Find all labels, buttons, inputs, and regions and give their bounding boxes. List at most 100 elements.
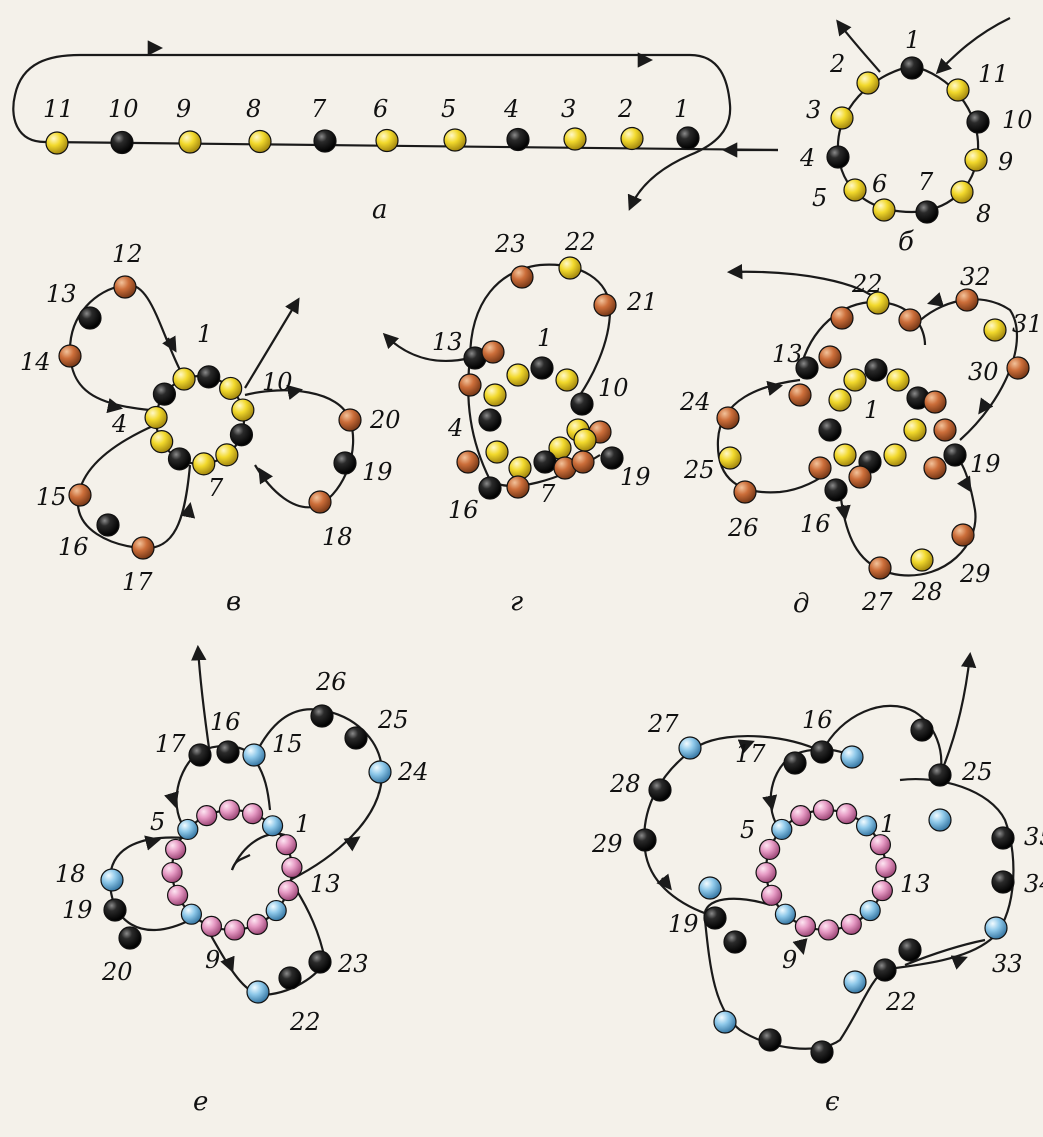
bead-b-number-8: 8 <box>976 200 991 228</box>
bead-a-2 <box>620 126 644 151</box>
bead-g <box>483 383 507 407</box>
bead-a-number-3: 3 <box>561 95 576 123</box>
label-g-23: 23 <box>494 230 526 258</box>
label-d-24: 24 <box>679 388 711 416</box>
ring-bead-e <box>180 903 203 925</box>
bead-g <box>510 265 534 289</box>
bead-b-8 <box>950 180 974 204</box>
bead-b-number-4: 4 <box>799 144 815 172</box>
bead-a-6 <box>375 128 399 153</box>
label-e-24: 24 <box>397 758 429 786</box>
bead-b-1 <box>900 56 924 80</box>
ring-bead-ye <box>871 879 893 902</box>
label-v-18: 18 <box>322 523 353 551</box>
strand-bead-ye <box>984 916 1008 940</box>
strand-bead-e <box>344 726 368 750</box>
bead-b-number-3: 3 <box>806 96 821 124</box>
strand-bead-ye <box>928 763 952 787</box>
bead-g <box>571 450 595 474</box>
bead-d <box>868 556 892 580</box>
bead-d <box>898 308 922 332</box>
label-g-19: 19 <box>620 463 651 491</box>
label-v-4: 4 <box>111 410 127 438</box>
bead-b-11 <box>946 78 970 102</box>
label-v-15: 15 <box>36 483 67 511</box>
bead-g <box>456 450 480 474</box>
bead-d <box>733 480 757 504</box>
bead-b-10 <box>966 110 990 134</box>
label-e-15: 15 <box>272 730 303 758</box>
label-g-21: 21 <box>626 288 658 316</box>
label-ye-34: 34 <box>1024 870 1043 898</box>
bead-g <box>530 356 554 380</box>
ring-bead-ye <box>875 856 897 879</box>
bead-d <box>955 288 979 312</box>
bead-b-number-11: 11 <box>978 60 1009 88</box>
petal-bead-v <box>308 490 332 514</box>
bead-d <box>833 443 857 467</box>
label-e-5: 5 <box>150 808 165 836</box>
strand-bead-ye <box>991 870 1015 894</box>
strand-bead-ye <box>723 930 747 954</box>
ring-bead-v <box>172 367 196 391</box>
strand-bead-e <box>100 868 124 892</box>
ring-bead-e <box>246 913 268 936</box>
label-v-16: 16 <box>58 533 89 561</box>
bead-d <box>883 443 907 467</box>
bead-d <box>943 443 967 467</box>
bead-a-number-7: 7 <box>311 95 327 123</box>
label-v-12: 12 <box>112 240 143 268</box>
label-g-22: 22 <box>564 228 596 256</box>
bead-a-10 <box>110 130 134 155</box>
label-e-18: 18 <box>55 860 86 888</box>
bead-a-4 <box>506 127 530 152</box>
bead-b-7 <box>915 200 939 224</box>
bead-g <box>573 428 597 452</box>
label-e-23: 23 <box>337 950 369 978</box>
label-g-13: 13 <box>432 328 463 356</box>
bead-d <box>866 291 890 315</box>
bead-a-number-9: 9 <box>176 95 191 123</box>
bead-d <box>828 388 852 412</box>
bead-d <box>864 358 888 382</box>
bead-g <box>600 446 624 470</box>
ring-bead-v <box>152 382 177 406</box>
strand-bead-ye <box>633 828 657 852</box>
strand-bead-e <box>368 760 392 784</box>
label-ye-27: 27 <box>647 710 679 738</box>
label-v-14: 14 <box>20 348 51 376</box>
ring-bead-ye <box>859 899 881 922</box>
ring-bead-ye <box>817 919 840 941</box>
strand-bead-ye <box>810 1040 834 1064</box>
bead-d <box>923 390 947 414</box>
strand-bead-ye <box>783 751 807 775</box>
ring-bead-ye <box>759 838 781 861</box>
label-d-29: 29 <box>959 560 991 588</box>
bead-g <box>506 475 530 499</box>
bead-b-number-6: 6 <box>872 170 887 198</box>
label-d-32: 32 <box>960 263 991 291</box>
strand-bead-ye <box>840 745 864 769</box>
bead-b-9 <box>964 148 988 172</box>
bead-d <box>718 446 742 470</box>
bead-d <box>818 418 842 442</box>
strand-bead-ye <box>648 778 672 802</box>
ring-bead-v <box>229 423 254 447</box>
petal-bead-v <box>113 275 137 299</box>
ring-bead-v <box>150 430 174 454</box>
strand-bead-ye <box>758 1028 782 1052</box>
label-d-19: 19 <box>970 450 1001 478</box>
bead-a-8 <box>248 129 272 154</box>
caption-a: а <box>372 195 388 225</box>
bead-d <box>716 406 740 430</box>
bead-b-number-2: 2 <box>829 50 845 78</box>
bead-g <box>481 340 505 364</box>
strand-bead-ye <box>898 938 922 962</box>
bead-a-number-8: 8 <box>246 95 261 123</box>
bead-d <box>848 465 872 489</box>
strand-bead-ye <box>873 958 897 982</box>
caption-e: е <box>193 1087 208 1117</box>
bead-d <box>933 418 957 442</box>
